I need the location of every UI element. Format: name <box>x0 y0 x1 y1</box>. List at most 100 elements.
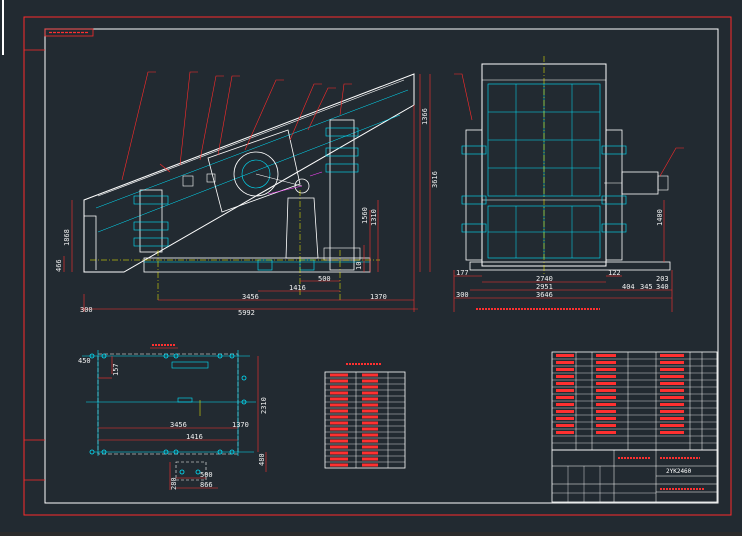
parts-list <box>551 351 718 451</box>
dim-1370: 1370 <box>370 293 387 301</box>
parts-cell-mark <box>596 354 616 357</box>
table-cell-mark <box>362 421 378 425</box>
parts-cell-mark <box>556 396 574 399</box>
parts-cell-mark <box>556 403 574 406</box>
dim-203: 203 <box>656 275 669 283</box>
dim-157: 157 <box>112 363 120 376</box>
table-cell-mark <box>330 451 348 455</box>
table-cell-mark <box>330 463 348 467</box>
drawing-frame <box>2 0 732 516</box>
parts-cell-mark <box>660 375 684 378</box>
table-cell-mark <box>362 373 378 377</box>
table-cell-mark <box>362 433 378 437</box>
dim-1370-plan: 1370 <box>232 421 249 429</box>
parts-cell-mark <box>596 403 616 406</box>
dim-404: 404 <box>622 283 635 291</box>
parts-cell-mark <box>596 410 616 413</box>
dim-3646: 3646 <box>536 291 553 299</box>
parts-cell-mark <box>596 389 616 392</box>
dim-300: 300 <box>80 306 93 314</box>
dim-1366: 1366 <box>421 108 429 125</box>
table-cell-mark <box>330 433 348 437</box>
dim-1416-plan: 1416 <box>186 433 203 441</box>
dim-500: 500 <box>318 275 331 283</box>
table-cell-mark <box>362 415 378 419</box>
parts-cell-mark <box>596 431 616 434</box>
dim-3456: 3456 <box>242 293 259 301</box>
parts-cell-mark <box>660 382 684 385</box>
table-cell-mark <box>362 463 378 467</box>
table-cell-mark <box>362 427 378 431</box>
table-cell-mark <box>330 415 348 419</box>
parts-cell-mark <box>660 389 684 392</box>
parts-cell-mark <box>556 354 574 357</box>
table-cell-mark <box>362 379 378 383</box>
table-cell-mark <box>330 439 348 443</box>
parts-cell-mark <box>596 368 616 371</box>
dim-1560: 1560 <box>361 207 369 224</box>
dim-177: 177 <box>456 269 469 277</box>
parts-cell-mark <box>660 410 684 413</box>
table-cell-mark <box>362 409 378 413</box>
dim-300-end: 300 <box>456 291 469 299</box>
dim-3616: 3616 <box>431 171 439 188</box>
table-cell-mark <box>330 385 348 389</box>
foundation-plan <box>82 344 267 490</box>
table-cell-mark <box>330 403 348 407</box>
table-cell-mark <box>362 439 378 443</box>
parts-cell-mark <box>556 389 574 392</box>
table-cell-mark <box>330 427 348 431</box>
title-block: 2YK2460 <box>551 449 718 503</box>
parts-cell-mark <box>596 375 616 378</box>
parts-cell-mark <box>556 368 574 371</box>
dim-5992: 5992 <box>238 309 255 317</box>
parts-cell-mark <box>660 431 684 434</box>
end-view-dim-labels: 2740 2951 3646 177 122 300 404 345 340 2… <box>456 209 669 299</box>
parts-cell-mark <box>596 424 616 427</box>
table-cell-mark <box>362 397 378 401</box>
parameter-table <box>324 363 406 469</box>
dim-450: 450 <box>78 357 91 365</box>
dim-340: 340 <box>656 283 669 291</box>
table-cell-mark <box>362 385 378 389</box>
table-cell-mark <box>330 445 348 449</box>
parts-cell-mark <box>556 375 574 378</box>
dim-1400: 1400 <box>656 209 664 226</box>
parts-cell-mark <box>556 417 574 420</box>
dim-10: 10 <box>355 262 363 270</box>
side-view-dimensions <box>63 74 431 312</box>
end-view-dimensions <box>453 200 673 312</box>
dim-500-plan: 500 <box>200 471 213 479</box>
dim-2310: 2310 <box>260 397 268 414</box>
dim-345: 345 <box>640 283 653 291</box>
dim-2951: 2951 <box>536 283 553 291</box>
foundation-plan-dim-labels: 3456 1370 1416 2310 480 500 866 280 450 … <box>78 357 268 490</box>
dim-1416: 1416 <box>289 284 306 292</box>
table-cell-mark <box>330 409 348 413</box>
table-cell-mark <box>362 445 378 449</box>
parts-cell-mark <box>660 361 684 364</box>
table-cell-mark <box>362 403 378 407</box>
parts-cell-mark <box>660 417 684 420</box>
parts-cell-mark <box>556 431 574 434</box>
parts-cell-mark <box>596 361 616 364</box>
side-view <box>83 71 415 300</box>
dim-122: 122 <box>608 269 621 277</box>
parts-cell-mark <box>596 396 616 399</box>
parts-cell-mark <box>556 410 574 413</box>
parts-cell-mark <box>556 424 574 427</box>
dim-466: 466 <box>55 259 63 272</box>
side-view-dim-labels: 5992 3456 1370 1416 500 300 1868 466 136… <box>55 108 439 317</box>
parts-cell-mark <box>660 368 684 371</box>
table-cell-mark <box>330 457 348 461</box>
table-cell-mark <box>362 451 378 455</box>
dim-3456-plan: 3456 <box>170 421 187 429</box>
parts-cell-mark <box>556 382 574 385</box>
table-cell-mark <box>330 391 348 395</box>
parts-cell-mark <box>596 417 616 420</box>
table-cell-mark <box>330 379 348 383</box>
dim-1868: 1868 <box>63 229 71 246</box>
end-view <box>454 56 684 276</box>
